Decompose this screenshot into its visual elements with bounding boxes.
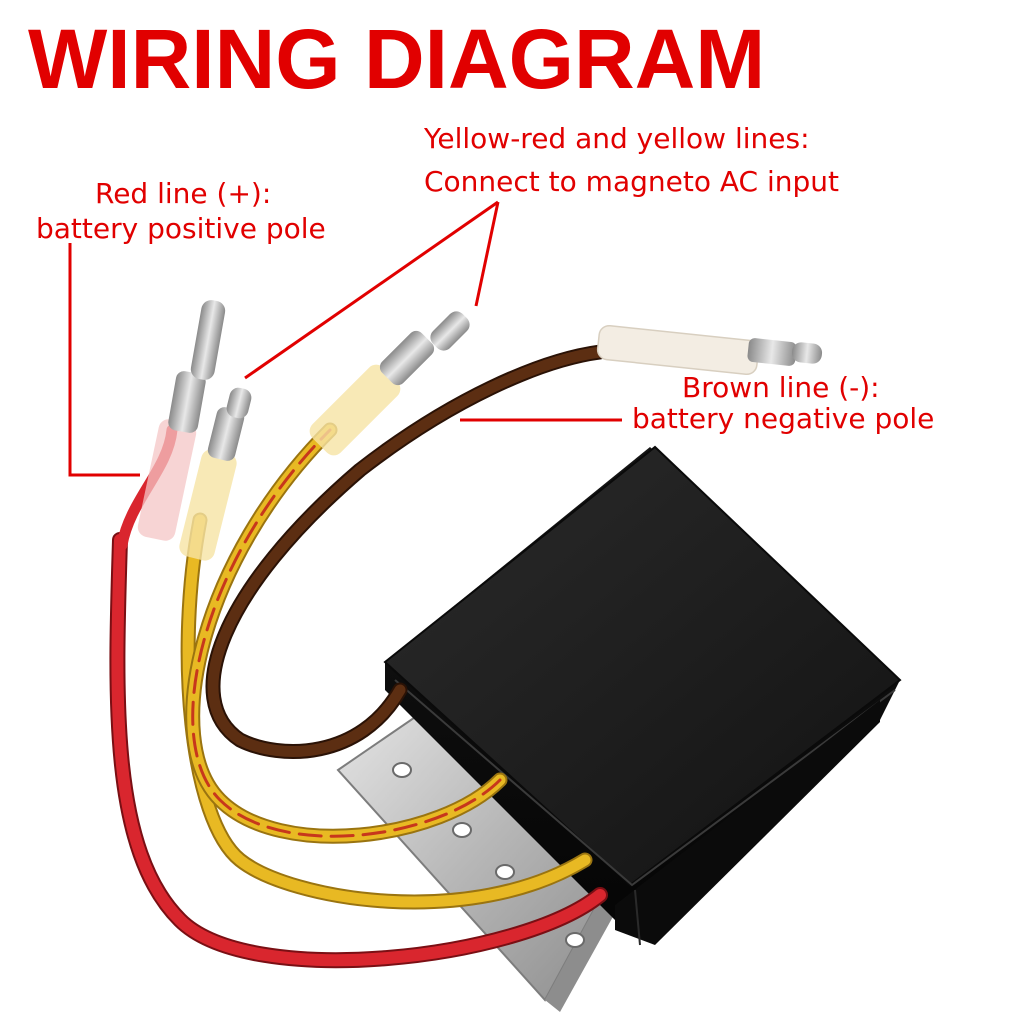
red-line-leader <box>68 243 140 477</box>
yellow-lines-leader-left <box>244 200 499 380</box>
leader-lines <box>68 200 622 477</box>
yellow-lines-label-desc: Connect to magneto AC input <box>424 165 839 198</box>
brown-line-label-desc: battery negative pole <box>632 402 934 435</box>
brown-line-label-title: Brown line (-): <box>682 371 880 404</box>
yellow-lines-label-title: Yellow-red and yellow lines: <box>423 122 810 155</box>
regulator-module <box>383 445 902 946</box>
red-wire-connector <box>137 300 226 541</box>
diagram-title: WIRING DIAGRAM <box>28 12 765 106</box>
yellow-lines-leader-right <box>474 201 500 307</box>
yellow-wire-connector <box>179 387 252 561</box>
red-line-label-title: Red line (+): <box>95 177 271 210</box>
wires <box>109 344 608 969</box>
brown-wire-connector <box>596 324 823 376</box>
yellow-red-wire-connector <box>309 311 470 456</box>
red-line-label-desc: battery positive pole <box>36 212 326 245</box>
